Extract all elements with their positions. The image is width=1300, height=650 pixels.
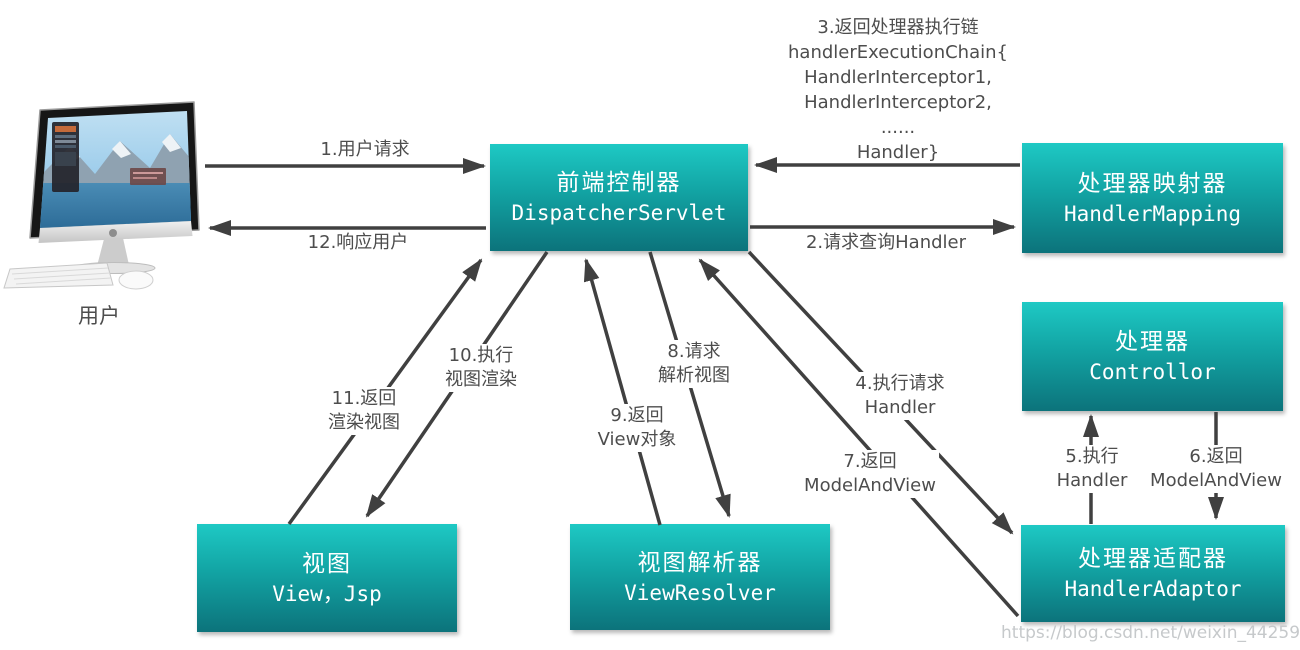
node-handler-adaptor-en: HandlerAdaptor: [1064, 577, 1242, 601]
edge-label-11: 11.返回 渲染视图: [325, 387, 403, 435]
user-node-label: 用户: [78, 304, 120, 328]
mouse: [118, 270, 154, 290]
csdn-watermark: https://blog.csdn.net/weixin_44259720: [1001, 623, 1300, 643]
node-dispatcher-servlet: 前端控制器 DispatcherServlet: [490, 144, 748, 251]
edge-label-1: 1.用户请求: [317, 138, 413, 162]
edge-label-8: 8.请求 解析视图: [655, 340, 733, 388]
edge-label-3: 3.返回处理器执行链 handlerExecutionChain{ Handle…: [788, 17, 1008, 163]
edge-label-2: 2.请求查询Handler: [802, 231, 970, 255]
node-view-resolver-en: ViewResolver: [624, 580, 776, 605]
node-controller-zh: 处理器: [1115, 329, 1190, 355]
node-view-zh: 视图: [302, 550, 352, 577]
arrow-7-return-modelandview: [698, 258, 1020, 618]
edge-label-6: 6.返回 ModelAndView: [1147, 445, 1285, 493]
node-handler-mapping-en: HandlerMapping: [1063, 201, 1241, 226]
monitor-wallpaper: [40, 111, 191, 228]
node-view-en: View，Jsp: [272, 581, 382, 606]
edge-label-9: 9.返回 View对象: [594, 404, 680, 452]
node-handler-mapping-zh: 处理器映射器: [1077, 170, 1228, 197]
edge-label-10: 10.执行 视图渲染: [442, 344, 520, 392]
apple-logo-icon: [109, 229, 117, 237]
edge-label-7: 7.返回 ModelAndView: [801, 450, 939, 498]
node-controller: 处理器 Controllor: [1022, 302, 1283, 411]
monitor-stand: [97, 238, 129, 266]
node-view-resolver: 视图解析器 ViewResolver: [570, 524, 830, 630]
node-controller-en: Controllor: [1089, 360, 1216, 384]
edge-label-5: 5.执行 Handler: [1053, 445, 1131, 493]
node-handler-adaptor: 处理器适配器 HandlerAdaptor: [1021, 525, 1285, 622]
node-dispatcher-servlet-zh: 前端控制器: [556, 170, 682, 196]
node-dispatcher-servlet-en: DispatcherServlet: [511, 201, 727, 225]
node-view: 视图 View，Jsp: [197, 524, 457, 632]
node-view-resolver-zh: 视图解析器: [637, 549, 763, 576]
edge-label-4: 4.执行请求 Handler: [852, 372, 948, 420]
node-handler-adaptor-zh: 处理器适配器: [1078, 546, 1228, 572]
node-handler-mapping: 处理器映射器 HandlerMapping: [1022, 143, 1283, 253]
edge-label-12: 12.响应用户: [304, 231, 412, 255]
user-computer-illustration: [3, 101, 200, 290]
arrow-9-return-view-object: [583, 258, 662, 526]
